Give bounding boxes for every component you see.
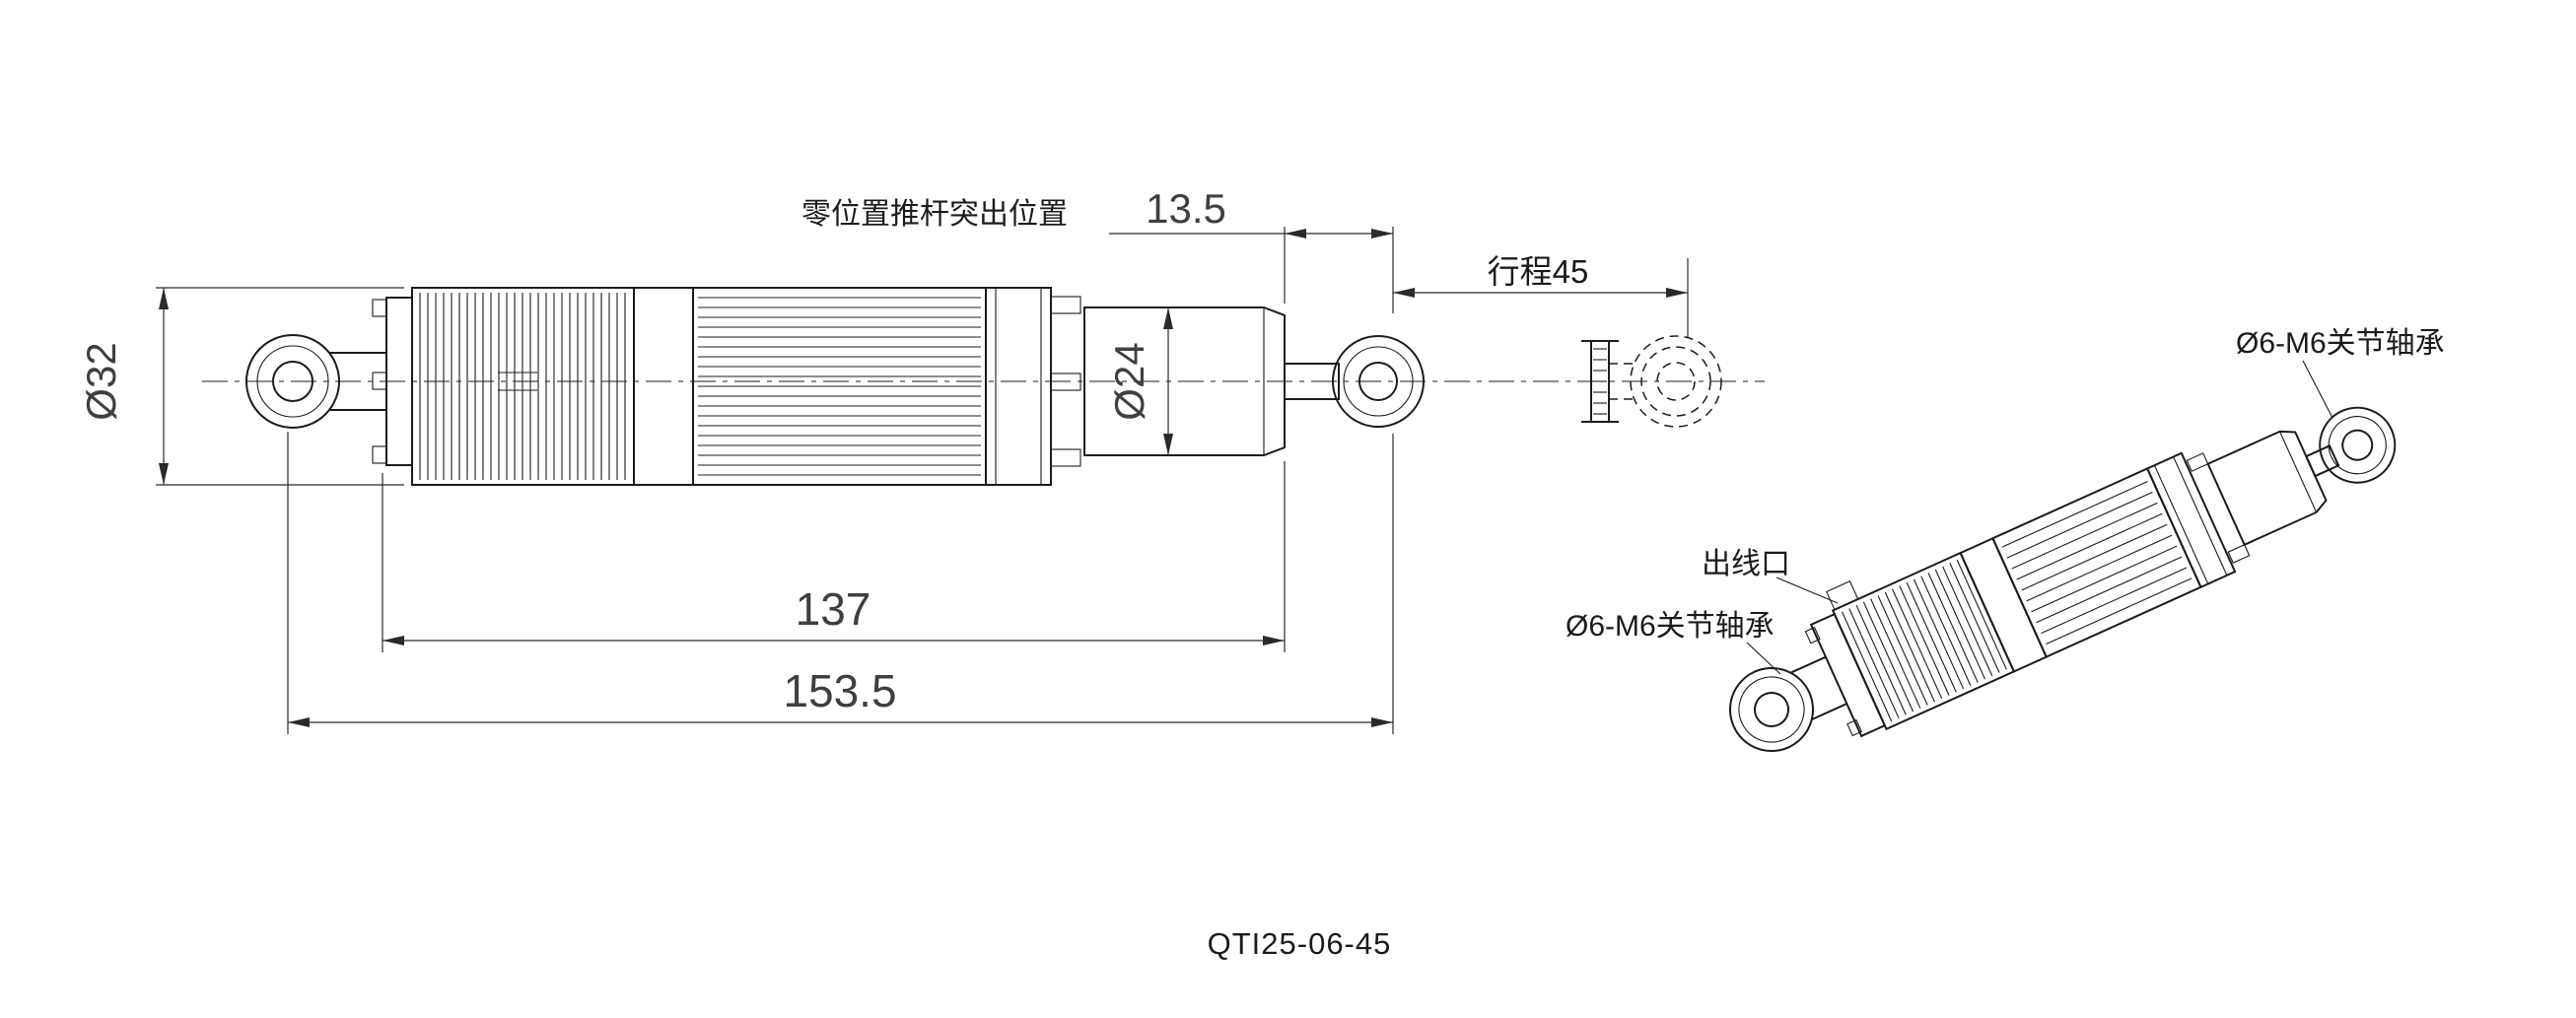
gearbox-body-finned	[692, 287, 987, 486]
model-number: QTI25-06-45	[1208, 926, 1392, 961]
dim-stroke-text: 行程45	[1488, 253, 1589, 290]
label-bearing-bottom: Ø6-M6关节轴承	[1566, 610, 1775, 643]
iso-motor-ribbed	[1831, 551, 2016, 731]
dim-body-diameter-text: Ø32	[78, 342, 124, 420]
iso-front-bearing	[2319, 406, 2397, 484]
push-rod	[1284, 363, 1340, 400]
dim-overall-length-text: 153.5	[783, 665, 896, 716]
iso-motor-ribs	[1842, 559, 2007, 722]
iso-gearbox-finned	[1991, 467, 2202, 658]
iso-push-rod	[2304, 444, 2340, 478]
front-view: Ø32 Ø24 零位置推杆突出位置 13.5 行程45	[78, 185, 1765, 734]
dim-rod-diameter: Ø24	[1106, 307, 1173, 455]
front-end-cap	[985, 287, 1081, 486]
zero-position-label: 零位置推杆突出位置	[801, 198, 1068, 231]
collar	[633, 287, 694, 486]
dim-protrusion-text: 13.5	[1146, 185, 1226, 232]
motor-body-ribbed	[411, 287, 635, 486]
label-wire-outlet: 出线口	[1702, 548, 1790, 580]
dim-rod-diameter-text: Ø24	[1106, 342, 1152, 420]
rod-guide-cylinder	[1083, 306, 1286, 456]
iso-collar	[1959, 536, 2049, 673]
iso-front-cap	[2145, 451, 2251, 589]
dim-body-diameter: Ø32	[78, 287, 404, 486]
motor-ribs	[419, 293, 626, 480]
stop-plate-hatch	[1593, 348, 1607, 415]
iso-rod-guide	[2206, 430, 2328, 547]
iso-callouts: Ø6-M6关节轴承 出线口 Ø6-M6关节轴承	[1566, 327, 2445, 675]
iso-gearbox-fins	[2001, 480, 2193, 645]
dim-body-length-text: 137	[796, 583, 871, 635]
left-rod-end-bearing	[245, 334, 386, 429]
dim-stroke: 行程45	[1393, 253, 1689, 337]
leader-bearing-bottom	[1746, 642, 1781, 675]
leader-wire-outlet	[1775, 577, 1839, 604]
dim-overall-length: 153.5	[287, 432, 1394, 734]
dim-protrusion: 零位置推杆突出位置 13.5	[801, 185, 1394, 313]
front-rod-end-bearing	[1332, 335, 1425, 428]
extended-position-phantom	[1581, 335, 1722, 428]
leader-bearing-top	[2302, 360, 2333, 419]
label-bearing-top: Ø6-M6关节轴承	[2236, 327, 2445, 360]
isometric-view	[1729, 406, 2397, 752]
dim-body-length: 137	[382, 461, 1286, 652]
iso-rear-bearing	[1729, 655, 1847, 752]
gearbox-fins	[698, 297, 981, 476]
